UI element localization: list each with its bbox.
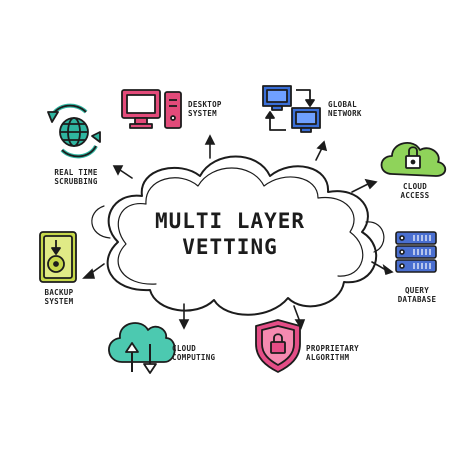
label-desktop-system: DESKTOP SYSTEM <box>188 100 222 118</box>
title-line-2: VETTING <box>182 235 278 259</box>
network-monitors-icon <box>262 85 321 133</box>
database-server-icon <box>395 231 437 273</box>
cloud-lock-icon <box>380 142 447 177</box>
label-proprietary-algorithm: PROPRIETARY ALGORITHM <box>306 344 359 362</box>
cloud-sync-icon <box>108 322 176 374</box>
backup-drive-icon <box>39 231 77 283</box>
title-line-1: MULTI LAYER <box>154 209 306 233</box>
globe-refresh-icon <box>47 103 101 159</box>
label-query-database: QUERY DATABASE <box>397 286 437 304</box>
label-real-time-scrubbing: REAL TIME SCRUBBING <box>54 168 98 186</box>
label-global-network: GLOBAL NETWORK <box>328 100 362 118</box>
label-cloud-computing: CLOUD COMPUTING <box>172 344 216 362</box>
diagram-title: MULTI LAYER VETTING <box>140 208 320 260</box>
shield-lock-icon <box>255 319 301 373</box>
connector-arrows <box>82 134 394 330</box>
central-cloud <box>91 155 385 316</box>
label-backup-system: BACKUP SYSTEM <box>44 288 74 306</box>
desktop-computer-icon <box>121 89 182 129</box>
label-cloud-access: CLOUD ACCESS <box>400 182 430 200</box>
